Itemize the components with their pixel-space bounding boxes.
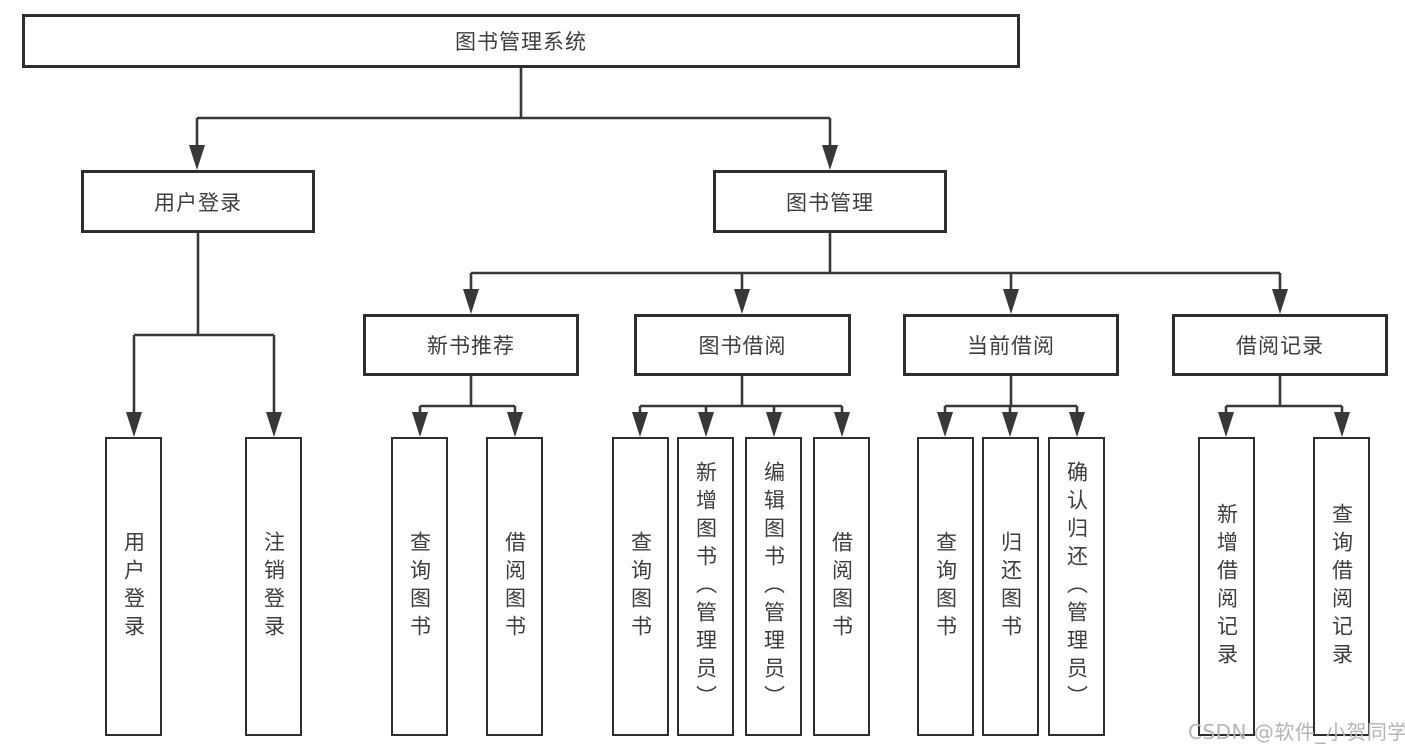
leaf-query-books-borrow: 查询图书: [612, 437, 669, 736]
leaf-return-books: 归还图书: [982, 437, 1039, 736]
node-user-login: 用户登录: [81, 170, 315, 233]
leaf-edit-book-admin: 编辑图书（管理员）: [745, 437, 802, 736]
leaf-borrow-books: 借阅图书: [813, 437, 870, 736]
leaf-query-books-current: 查询图书: [917, 437, 974, 736]
node-current-borrow: 当前借阅: [903, 314, 1119, 376]
leaf-query-books-recommend: 查询图书: [391, 437, 448, 736]
node-borrow-records: 借阅记录: [1172, 314, 1388, 376]
node-library-management-system: 图书管理系统: [22, 14, 1020, 68]
leaf-add-borrow-record: 新增借阅记录: [1198, 437, 1255, 736]
leaf-user-login: 用户登录: [105, 437, 162, 736]
node-new-book-recommend: 新书推荐: [363, 314, 579, 376]
leaf-query-borrow-record: 查询借阅记录: [1313, 437, 1370, 736]
leaf-logout: 注销登录: [245, 437, 302, 736]
arrowheads: [126, 145, 1350, 437]
leaf-borrow-books-recommend: 借阅图书: [486, 437, 543, 736]
node-book-management: 图书管理: [713, 170, 947, 233]
watermark: CSDN @软件_小贺同学: [1188, 720, 1405, 744]
node-book-borrow: 图书借阅: [634, 314, 851, 376]
leaf-confirm-return-admin: 确认归还（管理员）: [1048, 437, 1105, 736]
leaf-add-book-admin: 新增图书（管理员）: [677, 437, 734, 736]
